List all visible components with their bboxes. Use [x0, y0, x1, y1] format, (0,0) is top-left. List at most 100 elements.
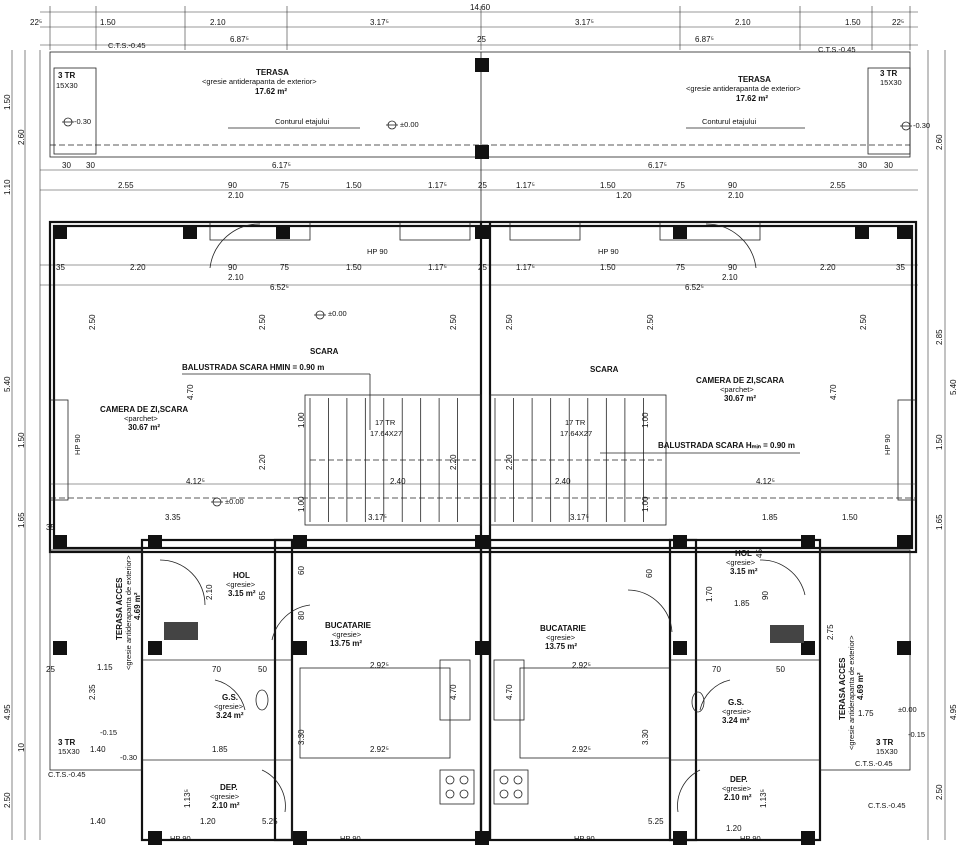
- radiator-right: [770, 625, 804, 643]
- dim: 3.17⁵: [370, 18, 389, 27]
- column-icon: [475, 145, 489, 159]
- living-right-title: CAMERA DE ZI,SCARA: [696, 376, 784, 385]
- stair-tag-right: 3 TR: [880, 69, 898, 78]
- dim: 1.17⁵: [516, 263, 535, 272]
- right-dimension-chain: 2.60 2.85 5.40 1.50 1.65 4.95 2.50: [927, 50, 958, 840]
- dim: 2.10: [228, 191, 244, 200]
- dim: 5.40: [949, 379, 958, 395]
- dim: 4.70: [829, 384, 838, 400]
- dim: 3.17⁵: [368, 513, 387, 522]
- sink-icon: [493, 659, 525, 721]
- window-label-top-left: HP 90: [367, 247, 388, 256]
- dim: 5.25: [648, 817, 664, 826]
- column-icon: [148, 831, 162, 845]
- dim: 1.17⁵: [428, 263, 447, 272]
- dim: 3.30: [641, 729, 650, 745]
- dining-table-right: [519, 667, 671, 759]
- storage-right-area: 2.10 m²: [724, 793, 752, 802]
- dim: 4.95: [3, 704, 12, 720]
- door-swing-icon: [759, 559, 806, 596]
- storage-left-title: DEP.: [220, 783, 238, 792]
- dim: 25: [477, 35, 486, 44]
- stair-tag-left: 3 TR: [58, 71, 76, 80]
- dim: 2.50: [505, 314, 514, 330]
- dim: 1.50: [842, 513, 858, 522]
- dim: 6.87⁵: [230, 35, 249, 44]
- stair-size-right: 17.64X27: [560, 429, 592, 438]
- kitchen-right-finish: <gresie>: [546, 633, 576, 642]
- dim: 30: [86, 161, 95, 170]
- column-icon: [897, 641, 911, 655]
- dim: 1.85: [734, 599, 750, 608]
- dim: 1.20: [616, 191, 632, 200]
- dim: 6.17⁵: [648, 161, 667, 170]
- dim: 75: [676, 181, 685, 190]
- entry-terrace-left-finish: <gresie antiderapanta de exterior>: [124, 555, 133, 670]
- dim: 2.50: [88, 314, 97, 330]
- dim: 65: [258, 591, 267, 600]
- wc-left-area: 3.24 m²: [216, 711, 244, 720]
- dim: 4.12⁵: [756, 477, 775, 486]
- column-icon: [53, 225, 67, 239]
- stove-icon: [439, 769, 475, 805]
- dim: 4.95: [949, 704, 958, 720]
- dim: 1.13⁵: [759, 789, 768, 808]
- dim: 50: [776, 665, 785, 674]
- dim: 1.50: [346, 263, 362, 272]
- dim: 1.85: [212, 745, 228, 754]
- hall-left-area: 3.15 m²: [228, 589, 256, 598]
- stair-title-left: SCARA: [310, 347, 339, 356]
- stove-icon: [493, 769, 529, 805]
- wc-right-area: 3.24 m²: [722, 716, 750, 725]
- dim: 1.75: [858, 709, 874, 718]
- dim: 1.17⁵: [516, 181, 535, 190]
- dim: 60: [297, 566, 306, 575]
- dim: 1.65: [17, 512, 26, 528]
- dim: 1.50: [100, 18, 116, 27]
- dim: 1.50: [346, 181, 362, 190]
- hall-left-title: HOL: [233, 571, 250, 580]
- dim: 2.10: [735, 18, 751, 27]
- dim: 25: [46, 665, 55, 674]
- building-walls: HP 90 HP 90 HP 90 HP 90: [48, 220, 918, 842]
- left-dimension-chain: 1.50 2.60 1.10 5.40 1.50 1.65 4.95 2.50: [3, 50, 41, 840]
- dim: 2.50: [859, 314, 868, 330]
- dim: 75: [676, 263, 685, 272]
- window-bottom-right-1: HP 90: [574, 834, 595, 843]
- dim: 2.35: [88, 684, 97, 700]
- entry-terrace-left-title: TERASA ACCES: [115, 577, 124, 640]
- living-left-area: 30.67 m²: [128, 423, 160, 432]
- door-swing-icon: [677, 769, 701, 813]
- terrace-right-area: 17.62 m²: [736, 94, 768, 103]
- level-left-top: -0.30: [74, 117, 91, 126]
- dim: 4.12⁵: [186, 477, 205, 486]
- column-icon: [673, 641, 687, 655]
- stair-steps-right: 17 TR: [565, 418, 586, 427]
- dim: 2.75: [826, 624, 835, 640]
- window-label-top-right: HP 90: [598, 247, 619, 256]
- storage-right-finish: <gresie>: [722, 784, 752, 793]
- dim: 1.40: [90, 817, 106, 826]
- column-icon: [475, 225, 489, 239]
- terrace-left-area: 17.62 m²: [255, 87, 287, 96]
- wc-left-finish: <gresie>: [214, 702, 244, 711]
- column-icon: [475, 831, 489, 845]
- dim: 1.13⁵: [183, 789, 192, 808]
- column-icon: [183, 225, 197, 239]
- column-icon: [673, 225, 687, 239]
- dim: 2.60: [935, 134, 944, 150]
- level-right-top: -0.30: [913, 121, 930, 130]
- dim: 2.92⁵: [572, 745, 591, 754]
- dim: 3.17⁵: [575, 18, 594, 27]
- dim: 70: [212, 665, 221, 674]
- dim: 2.55: [118, 181, 134, 190]
- column-icon: [673, 535, 687, 549]
- stair-tag-bottom-right: 3 TR: [876, 738, 894, 747]
- column-icon: [276, 225, 290, 239]
- level-entry-left: -0.15: [100, 728, 117, 737]
- dim: 1.70: [705, 586, 714, 602]
- dim: 1.40: [90, 745, 106, 754]
- dim: 1.85: [762, 513, 778, 522]
- dim: 1.50: [17, 432, 26, 448]
- wc-left-title: G.S.: [222, 693, 238, 702]
